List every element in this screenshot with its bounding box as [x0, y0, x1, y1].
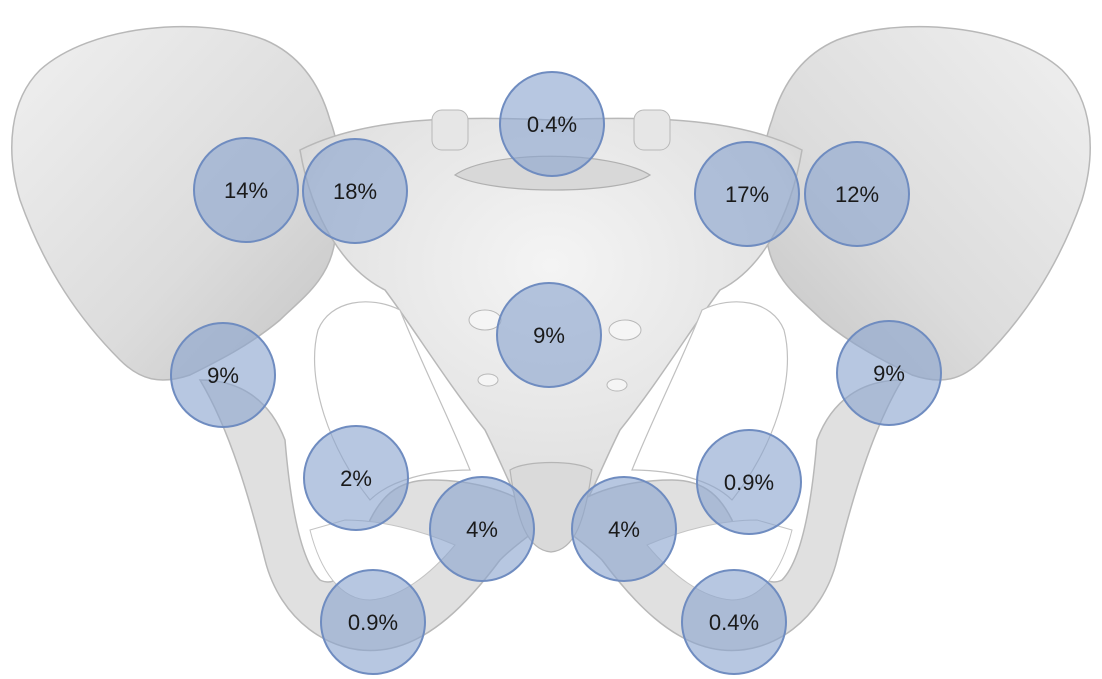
- marker-label: 0.9%: [724, 470, 774, 495]
- marker-label: 4%: [466, 517, 498, 542]
- left-vertebra-process: [432, 110, 468, 150]
- marker-left-acetabulum: 9%: [171, 323, 275, 427]
- marker-label: 0.4%: [527, 112, 577, 137]
- marker-label: 4%: [608, 517, 640, 542]
- marker-sacrum-center: 9%: [497, 283, 601, 387]
- sacral-foramen: [609, 320, 641, 340]
- sacral-foramen: [469, 310, 501, 330]
- marker-right-acetabulum: 9%: [837, 321, 941, 425]
- right-vertebra-process: [634, 110, 670, 150]
- marker-sacrum-top: 0.4%: [500, 72, 604, 176]
- marker-label: 0.9%: [348, 610, 398, 635]
- sacral-foramen: [478, 374, 498, 386]
- marker-label: 18%: [333, 179, 377, 204]
- marker-left-iliac-inner: 18%: [303, 139, 407, 243]
- marker-label: 0.4%: [709, 610, 759, 635]
- marker-label: 14%: [224, 178, 268, 203]
- marker-left-ischium-upper: 2%: [304, 426, 408, 530]
- marker-label: 17%: [725, 182, 769, 207]
- sacral-foramen: [607, 379, 627, 391]
- marker-right-ischium-lower: 0.4%: [682, 570, 786, 674]
- marker-label: 12%: [835, 182, 879, 207]
- marker-right-iliac-inner: 17%: [695, 142, 799, 246]
- marker-left-iliac-outer: 14%: [194, 138, 298, 242]
- marker-label: 9%: [533, 323, 565, 348]
- marker-left-ischium-lower: 0.9%: [321, 570, 425, 674]
- marker-left-pubis: 4%: [430, 477, 534, 581]
- marker-right-pubis: 4%: [572, 477, 676, 581]
- marker-label: 9%: [873, 361, 905, 386]
- marker-right-ischium-upper: 0.9%: [697, 430, 801, 534]
- marker-label: 9%: [207, 363, 239, 388]
- marker-label: 2%: [340, 466, 372, 491]
- marker-right-iliac-outer: 12%: [805, 142, 909, 246]
